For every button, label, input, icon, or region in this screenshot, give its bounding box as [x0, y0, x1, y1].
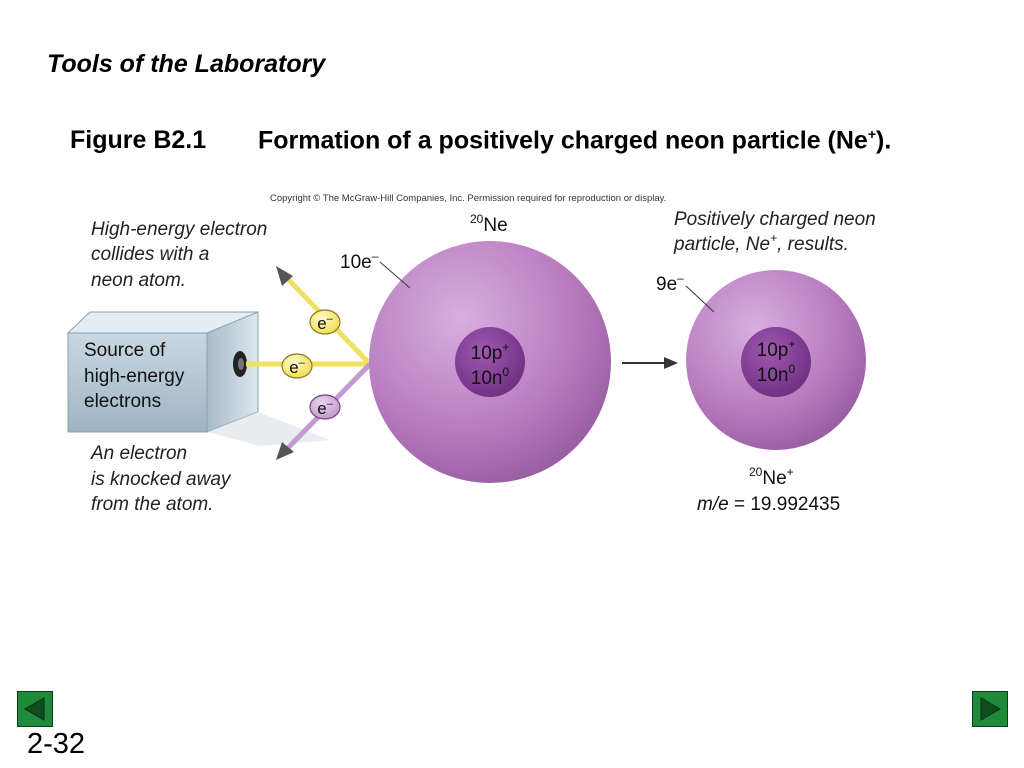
atom-electron-count: 10e–	[340, 249, 379, 273]
ion-electron-leader	[685, 285, 715, 313]
figure-number: Figure B2.1	[70, 126, 207, 155]
atom-electron-leader	[379, 261, 411, 289]
neon-atom-nucleus	[455, 327, 525, 397]
ion-protons: 10p+	[757, 337, 796, 361]
svg-text:e–: e–	[289, 357, 305, 377]
neon-atom	[369, 241, 611, 483]
electron-upper: e–	[309, 309, 341, 335]
knocked-caption-line1: An electron	[90, 443, 187, 464]
figure-caption: Formation of a positively charged neon p…	[258, 126, 868, 155]
ion-electron-count: 9e–	[656, 271, 684, 295]
triangle-left-icon	[24, 697, 45, 721]
electron-incoming: e–	[281, 353, 313, 379]
svg-text:e–: e–	[317, 398, 333, 418]
next-slide-button[interactable]	[972, 691, 1008, 727]
svg-text:e–: e–	[317, 313, 333, 333]
reaction-arrow-icon	[622, 357, 678, 369]
figure-title: Figure B2.1 Formation of a positively cha…	[70, 126, 891, 155]
source-label-line3: electrons	[84, 391, 161, 412]
triangle-right-icon	[980, 697, 1001, 721]
knocked-caption-line2: is knocked away	[91, 469, 232, 490]
knocked-caption-line3: from the atom.	[91, 494, 214, 515]
mass-to-charge-ratio: m/e = 19.992435	[697, 494, 840, 515]
atom-symbol: 20Ne	[470, 212, 508, 236]
slide-number: 2-32	[27, 728, 86, 760]
source-label-line2: high-energy	[84, 366, 185, 387]
neon-ion-nucleus	[741, 327, 811, 397]
collision-caption-line1: High-energy electron	[91, 219, 267, 240]
collision-caption-line3: neon atom.	[91, 270, 186, 291]
electron-source-box	[66, 311, 330, 446]
collision-caption-line2: collides with a	[91, 244, 209, 265]
atom-neutrons: 10n0	[471, 365, 510, 389]
ion-neutrons: 10n0	[757, 362, 796, 386]
ion-symbol: 20Ne+	[749, 465, 794, 489]
section-title: Tools of the Laboratory	[47, 50, 326, 78]
previous-slide-button[interactable]	[17, 691, 53, 727]
electron-knocked: e–	[309, 394, 341, 420]
figure-caption-end: ).	[876, 126, 892, 155]
result-caption-line2: particle, Ne+, results.	[673, 231, 849, 255]
figure-caption-superscript: +	[867, 126, 877, 142]
source-label-line1: Source of	[84, 340, 166, 361]
neon-ion	[686, 270, 866, 450]
copyright-notice: Copyright © The McGraw-Hill Companies, I…	[270, 193, 667, 204]
atom-protons: 10p+	[471, 340, 510, 364]
result-caption-line1: Positively charged neon	[674, 209, 876, 230]
